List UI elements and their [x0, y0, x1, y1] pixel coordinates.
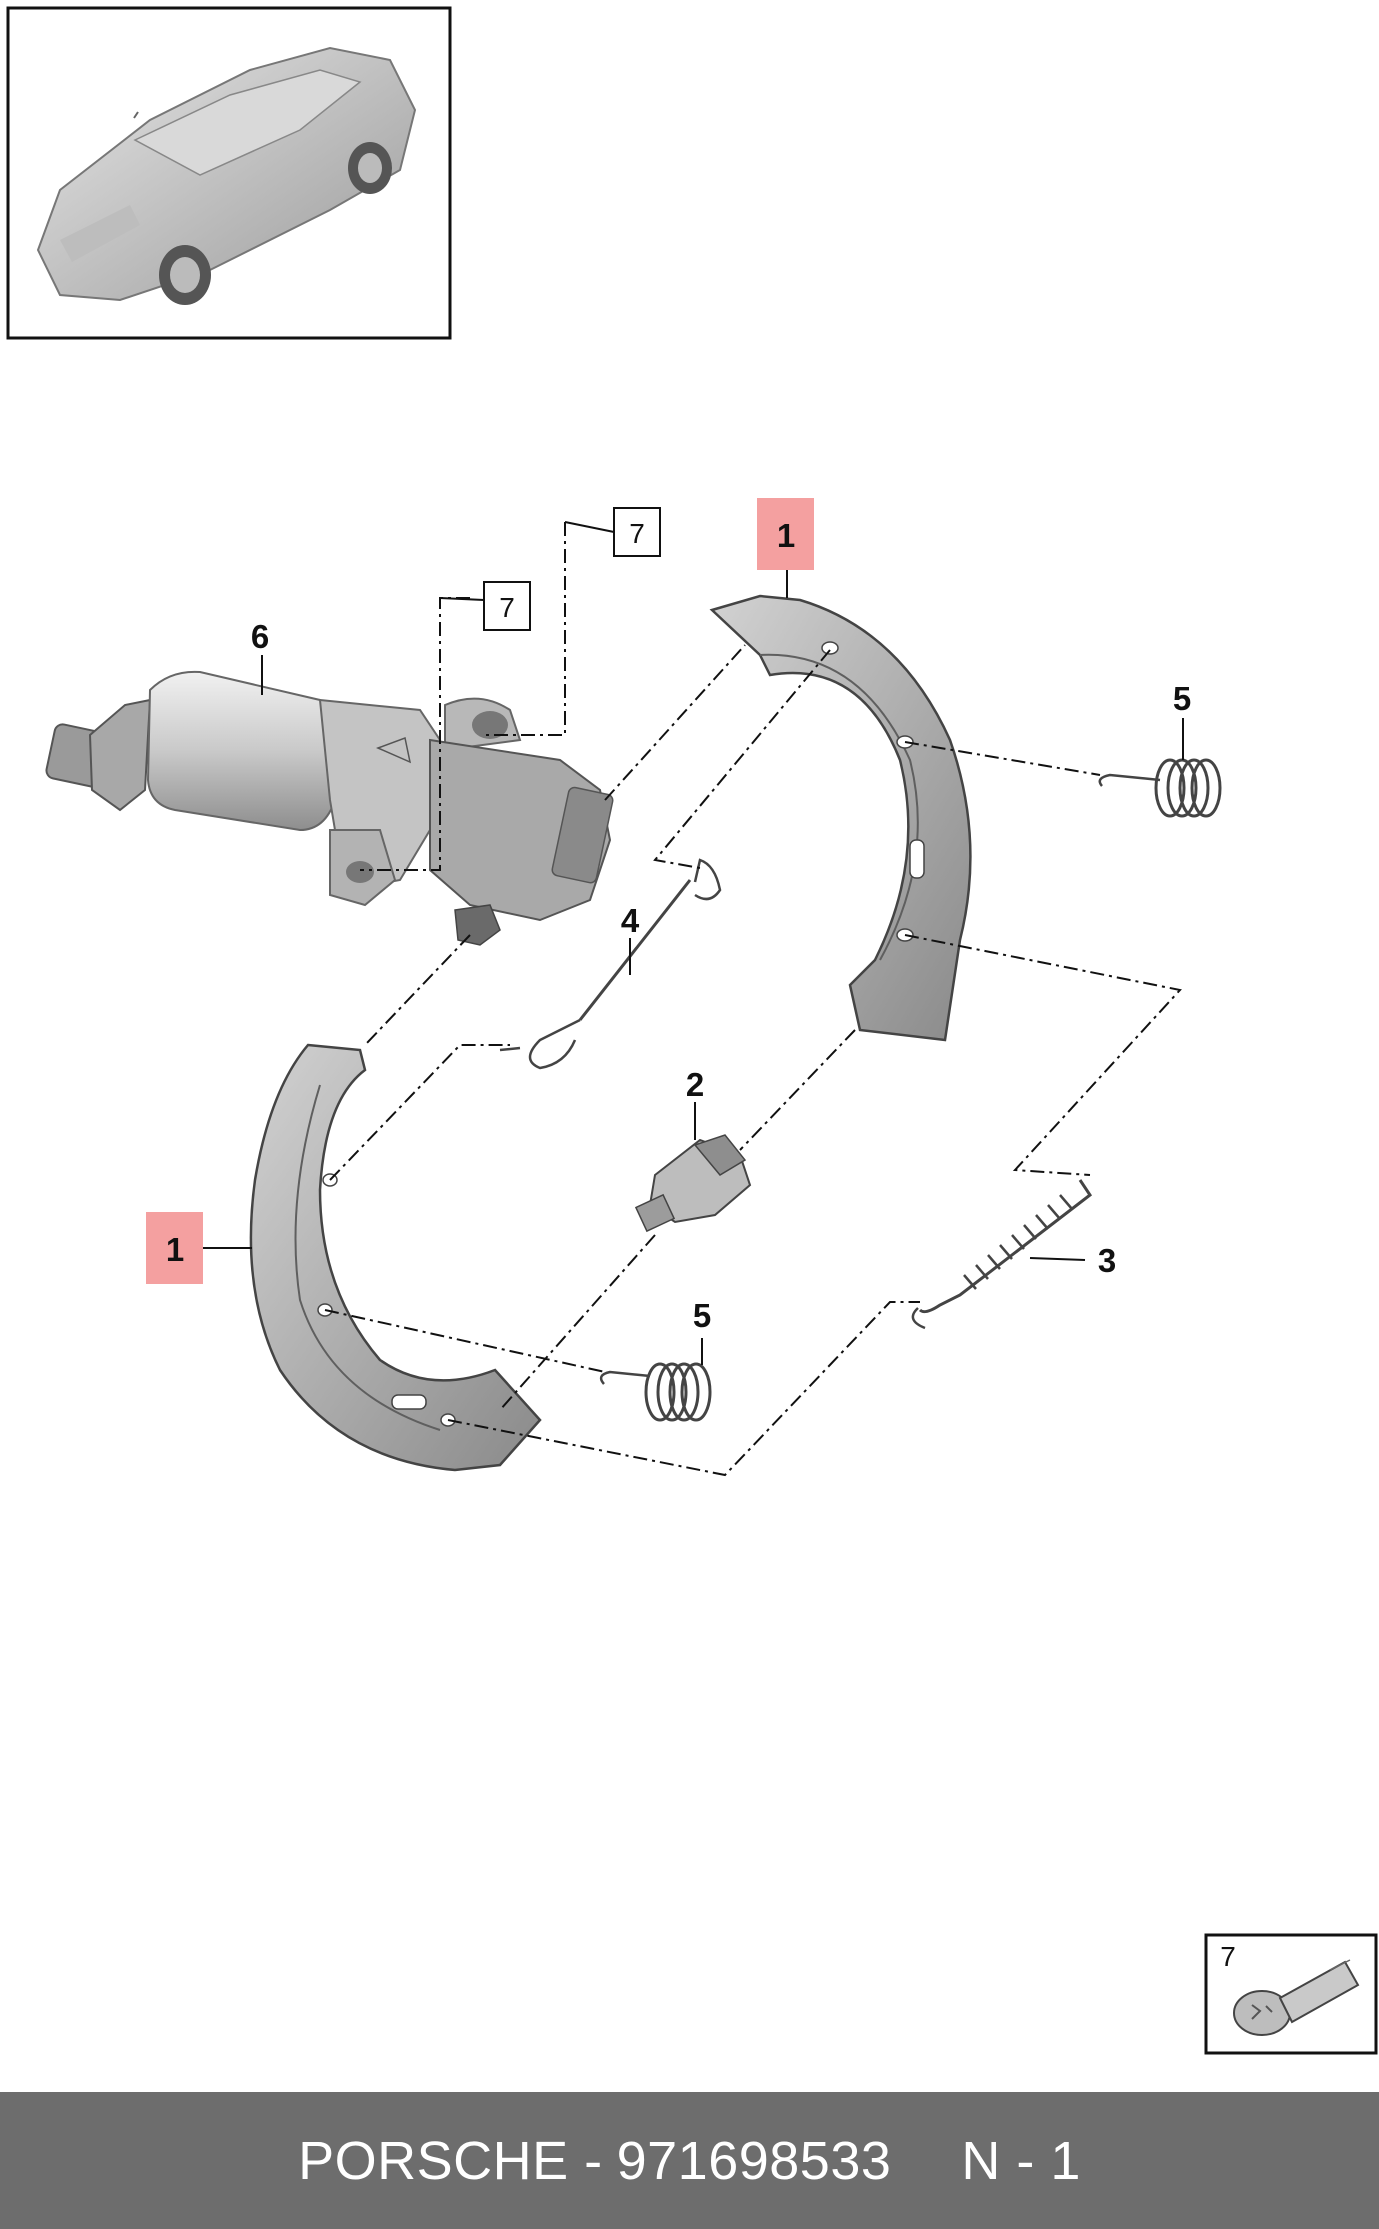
part-number: 971698533 [616, 2130, 892, 2191]
callout-shoe-upper: 1 [757, 498, 814, 570]
brake-shoe-upper [709, 594, 972, 1042]
return-spring-short [499, 858, 722, 1070]
callout-hold-spring-lower: 5 [693, 1297, 711, 1334]
bolt-reference-label: 7 [629, 518, 645, 549]
bolt-inset-label: 7 [1220, 1941, 1236, 1972]
part-footer: PORSCHE - 971698533 N - 1 [0, 2092, 1379, 2229]
callout-number: 1 [777, 517, 795, 554]
callout-number: 1 [166, 1231, 184, 1268]
assembly-guide-lines [324, 522, 1182, 1477]
vehicle-thumbnail [6, 6, 452, 340]
callout-hold-spring-upper: 5 [1173, 680, 1191, 717]
bolt-reference-box-lower: 7 [439, 581, 531, 631]
bolt-inset: 7 [1204, 1933, 1378, 2055]
shoe-adjuster [634, 1134, 752, 1233]
callout-spring-short: 4 [621, 902, 640, 939]
return-spring-long [911, 1179, 1093, 1330]
callout-actuator: 6 [251, 618, 269, 655]
callout-adjuster: 2 [686, 1066, 704, 1103]
bolt-reference-box-upper: 7 [564, 507, 661, 557]
callout-leaders [202, 570, 1184, 1365]
hold-down-spring-lower [599, 1362, 712, 1422]
hold-down-spring-upper [1098, 758, 1222, 818]
bolt-icon [1233, 1959, 1360, 2036]
exploded-parts-diagram: 7 7 1 1 6 5 4 2 3 5 7 [6, 6, 1378, 2055]
callout-shoe-lower: 1 [146, 1212, 203, 1284]
callout-spring-long: 3 [1098, 1242, 1116, 1279]
parking-brake-actuator [45, 670, 614, 946]
car-illustration [36, 46, 417, 305]
bolt-reference-label: 7 [499, 592, 515, 623]
brand-label: PORSCHE - [298, 2130, 603, 2191]
sheet-reference: N - 1 [961, 2130, 1081, 2191]
brake-shoe-lower [249, 1043, 542, 1472]
